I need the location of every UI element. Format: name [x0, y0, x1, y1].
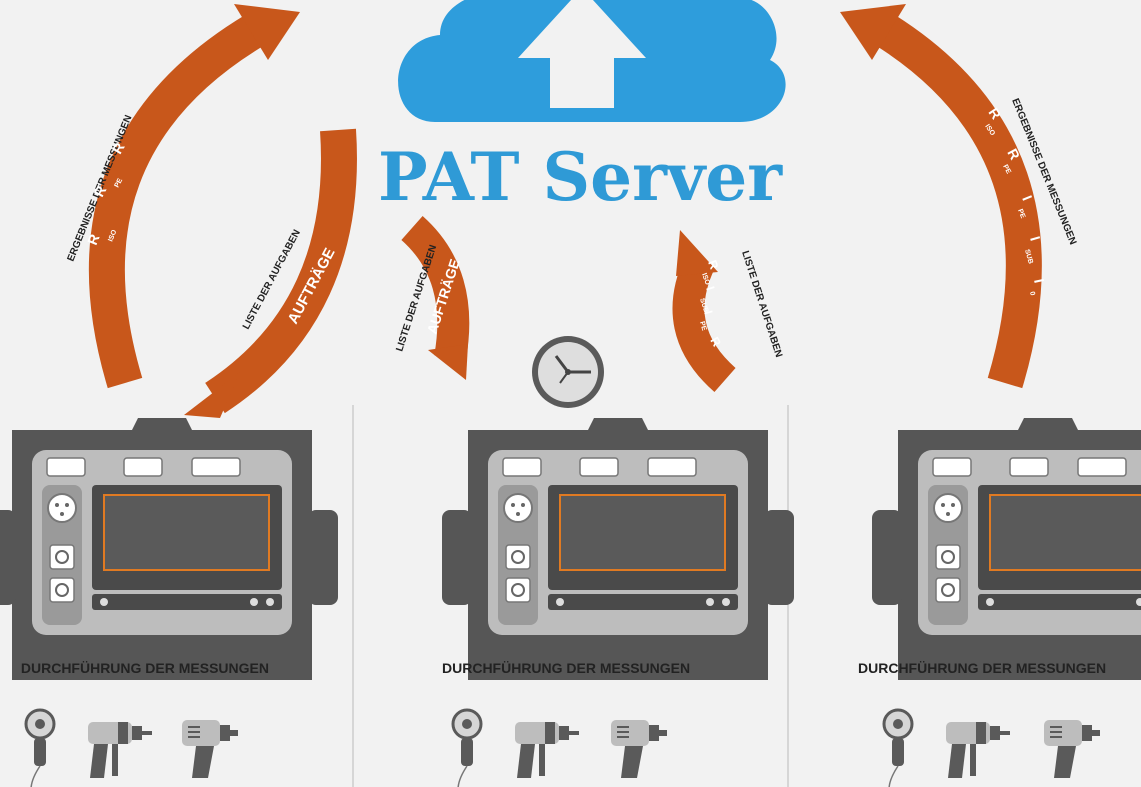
server-title: PAT Server: [378, 138, 783, 216]
pat-tester-icon: [441, 417, 795, 681]
task-list-upload-arrow-right: LISTE DER AUFGABEN R I I R ISO SUB PE: [672, 230, 784, 393]
cloud-upload-icon: [398, 0, 786, 122]
impact-wrench-icon: [1044, 720, 1100, 778]
drill-icon: [88, 722, 152, 778]
measure-subscript: PE: [1016, 208, 1026, 220]
clock-icon: [532, 336, 604, 408]
measure-subscript: ISO: [700, 272, 711, 286]
results-upload-arrow-right: ERGEBNISSE DER MESSUNGEN R R I I I ISO P…: [840, 4, 1078, 389]
column-label-center: DURCHFÜHRUNG DER MESSUNGEN: [442, 660, 691, 676]
measure-subscript: PE: [114, 177, 125, 189]
measure-label: I: [703, 285, 717, 293]
measure-subscript: ISO: [107, 228, 118, 242]
measure-label: I: [1031, 277, 1047, 284]
measure-label: I: [1027, 234, 1043, 242]
orders-download-arrow-center: LISTE DER AUFGABEN AUFTRÄGE: [394, 216, 470, 380]
measure-subscript: SUB: [1023, 249, 1034, 265]
task-list-label-center: LISTE DER AUFGABEN: [394, 244, 439, 353]
drill-icon: [515, 722, 579, 778]
drill-icon: [946, 722, 1010, 778]
impact-wrench-icon: [182, 720, 238, 778]
measure-label: I: [701, 309, 715, 316]
measure-subscript: PE: [698, 321, 707, 332]
angle-grinder-icon: [451, 708, 483, 787]
angle-grinder-icon: [882, 708, 914, 787]
pat-tester-icon: [871, 417, 1141, 681]
impact-wrench-icon: [611, 720, 667, 778]
angle-grinder-icon: [24, 708, 56, 787]
results-upload-arrow-left: ERGEBNISSE DER MESSUNGEN R R R PE ISO: [66, 4, 300, 389]
column-label-right: DURCHFÜHRUNG DER MESSUNGEN: [858, 660, 1107, 676]
measure-subscript: SUB: [698, 297, 709, 313]
column-label-left: DURCHFÜHRUNG DER MESSUNGEN: [20, 660, 269, 676]
measure-subscript: PE: [1001, 164, 1012, 176]
measure-subscript: 0: [1028, 291, 1036, 296]
measure-label: I: [1019, 193, 1035, 203]
task-list-label-right: LISTE DER AUFGABEN: [739, 250, 784, 359]
orders-download-arrow-left: LISTE DER AUFGABEN AUFTRÄGE: [184, 128, 357, 418]
pat-tester-icon: [0, 417, 339, 681]
